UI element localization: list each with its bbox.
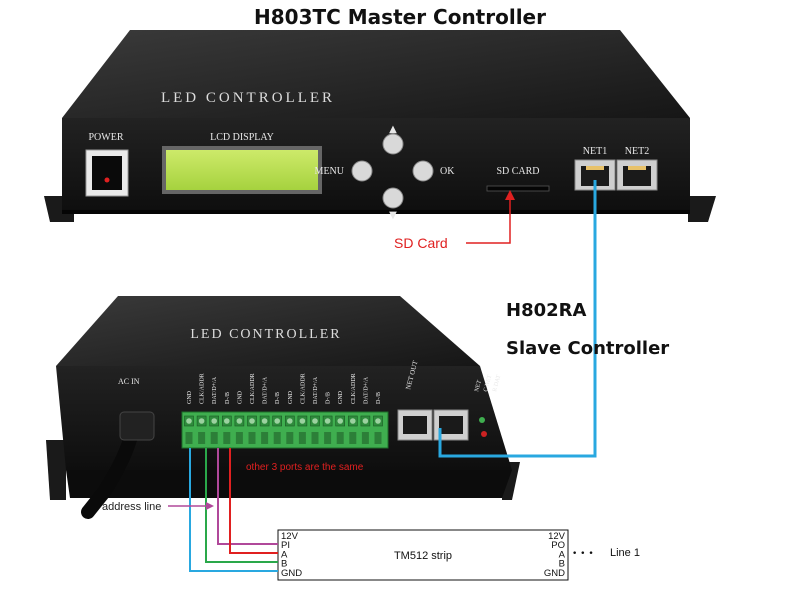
terminal-block[interactable] (181, 411, 389, 449)
wire-gnd (189, 448, 278, 572)
terminal-port-label: DAT/D+/A (313, 376, 319, 404)
terminal-port-label: GND (288, 390, 294, 404)
line1-label: Line 1 (610, 547, 640, 559)
status-led-icon (481, 431, 487, 437)
slave-title-line2: Slave Controller (506, 338, 669, 359)
slave-controller (46, 296, 520, 519)
terminal-port-label: DAT/D+/A (363, 376, 369, 404)
wire-a (229, 448, 278, 554)
master-mounting-ear-right (688, 196, 716, 222)
master-title: H803TC Master Controller (254, 5, 546, 29)
indicator-label: NET (474, 379, 483, 392)
ethernet-cable (438, 180, 597, 458)
net2-port[interactable] (616, 159, 658, 191)
other-ports-note: other 3 ports are the same (246, 462, 364, 473)
continuation-dots: • • • (572, 549, 594, 559)
wire-pi (217, 448, 278, 545)
slave-mounting-ear-left (46, 440, 66, 500)
up-button[interactable] (382, 133, 404, 155)
sd-card-callout-arrowhead-icon (505, 190, 515, 200)
slave-title-line1: H802RA (506, 300, 586, 321)
terminal-port-label: D-/B (225, 392, 231, 404)
master-panel-label: LED CONTROLLER (161, 90, 335, 106)
strip-input-pin-label: PI (281, 540, 290, 551)
terminal-port-label: D-/B (326, 392, 332, 404)
menu-button[interactable] (351, 160, 373, 182)
wire-b (205, 448, 278, 563)
strip-name: TM512 strip (394, 550, 452, 562)
tm512-strip-box (277, 529, 569, 581)
slave-top-surface (56, 296, 480, 366)
status-led-icon (479, 417, 485, 423)
terminal-port-label: D-/B (275, 392, 281, 404)
ok-label: OK (440, 166, 455, 177)
lcd-label: LCD DISPLAY (210, 132, 274, 143)
lcd-display (166, 150, 318, 190)
terminal-port-label: CLK/ADDR (351, 373, 357, 404)
slave-bottom-edge (66, 470, 512, 498)
strip-output-pin-label: A (559, 549, 566, 560)
strip-output-pin-label: GND (544, 568, 565, 579)
indicator-label: C NET (483, 374, 493, 392)
strip-output-pin-label: B (559, 559, 565, 570)
power-switch-indicator-icon (104, 177, 110, 183)
address-line-label: address line (102, 501, 161, 513)
menu-label: MENU (315, 166, 345, 177)
terminal-port-label: GND (237, 390, 243, 404)
ok-button[interactable] (412, 160, 434, 182)
net2-label: NET2 (625, 146, 649, 157)
terminal-port-labels: GND CLK/ADDR DAT/D+/A D-/B GND CLK/ADDR DAT/D+… (187, 373, 382, 404)
net-out-port-1[interactable] (397, 409, 433, 441)
strip-input-pin-label: B (281, 559, 287, 570)
down-arrow-icon: ▼ (389, 210, 397, 221)
sd-card-slot[interactable] (486, 185, 550, 192)
sd-slot-label: SD CARD (496, 166, 539, 177)
net1-port[interactable] (574, 159, 616, 191)
down-button[interactable] (382, 187, 404, 209)
up-arrow-icon: ▲ (389, 124, 397, 135)
strip-output-pin-label: 12V (548, 531, 566, 542)
master-top-surface (62, 30, 690, 118)
strip-input-pin-label: 12V (281, 531, 299, 542)
strip-input-pin-label: GND (281, 568, 302, 579)
power-label: POWER (89, 132, 124, 143)
slave-panel-label: LED CONTROLLER (190, 327, 341, 342)
terminal-port-label: GND (338, 390, 344, 404)
strip-output-pin-label: PO (551, 540, 565, 551)
terminal-port-label: CLK/ADDR (250, 373, 256, 404)
terminal-port-label: D-/B (376, 392, 382, 404)
ac-inlet (119, 411, 155, 441)
address-line-arrowhead-icon (206, 502, 214, 510)
terminal-port-label: GND (187, 390, 193, 404)
indicator-label: R DAT (492, 374, 502, 392)
terminal-port-label: DAT/D+/A (263, 376, 269, 404)
terminal-port-label: CLK/ADDR (200, 373, 206, 404)
strip-input-pin-label: A (281, 549, 288, 560)
sd-card-callout-line (466, 196, 511, 244)
terminal-port-label: DAT/D+/A (212, 376, 218, 404)
master-controller (44, 30, 716, 222)
ac-in-label: AC IN (118, 377, 140, 386)
sd-card-callout-label: SD Card (394, 235, 448, 251)
net1-label: NET1 (583, 146, 607, 157)
terminal-port-label: CLK/ADDR (300, 373, 306, 404)
